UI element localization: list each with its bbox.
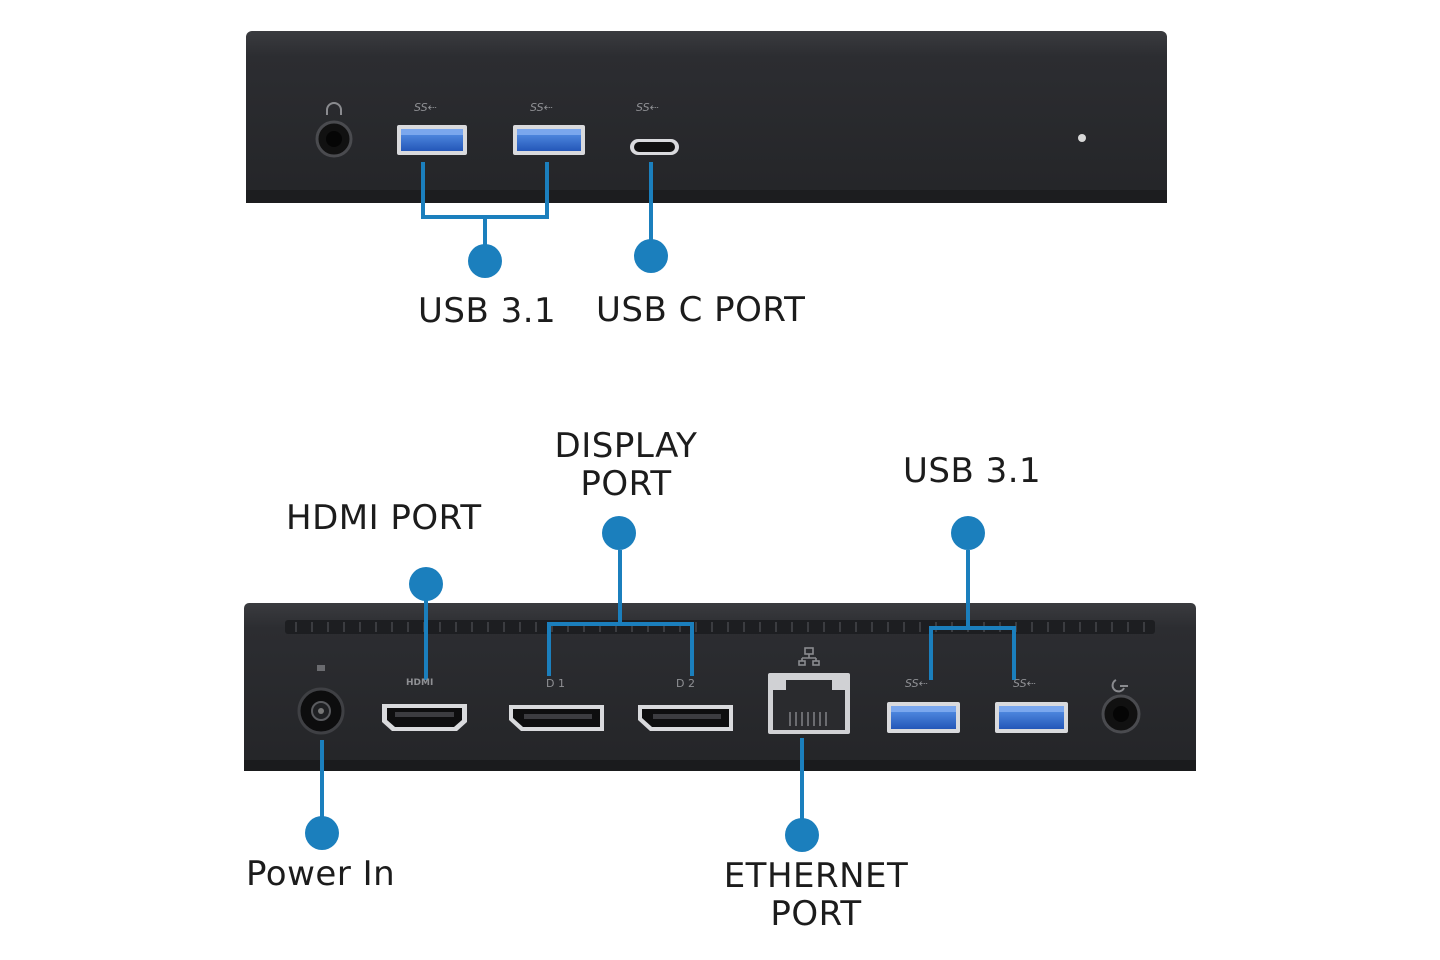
callout-dot-displayport [602, 516, 636, 550]
label-power: Power In [246, 854, 396, 894]
label-front-usb31: USB 3.1 [418, 291, 557, 331]
label-hdmi: HDMI PORT [286, 498, 482, 538]
rear-callout-lines [320, 550, 1016, 820]
label-ethernet-line2: PORT [770, 894, 862, 934]
dp2-glyph: D 2 [676, 677, 695, 690]
hdmi-port [382, 704, 467, 731]
rear-usb1-glyph: SS⇠ [905, 677, 928, 690]
rear-usb-a-port-2 [995, 702, 1068, 733]
callout-dot-front-usbc [634, 239, 668, 273]
label-ethernet-line1: ETHERNET [723, 856, 909, 896]
front-panel-base [246, 190, 1167, 203]
front-callout-lines [421, 162, 653, 245]
front-usbc-glyph: SS⇠ [636, 101, 659, 114]
audio-out-jack-icon [1101, 679, 1141, 734]
network-icon [798, 647, 820, 666]
label-displayport-line2: PORT [580, 464, 672, 504]
ethernet-port [768, 647, 850, 734]
front-usb1-glyph: SS⇠ [414, 101, 437, 114]
callout-dot-power [305, 816, 339, 850]
displayport-1-port [509, 705, 604, 731]
front-usb-a-port-1 [397, 125, 467, 155]
displayport-2-port [638, 705, 733, 731]
headset-jack-icon [315, 102, 353, 158]
callout-dot-rear-usb31 [951, 516, 985, 550]
front-usb-a-port-2 [513, 125, 585, 155]
callout-dot-ethernet [785, 818, 819, 852]
dp1-glyph: D 1 [546, 677, 565, 690]
rear-usb-a-port-1 [887, 702, 960, 733]
label-displayport-line1: DISPLAY [554, 426, 698, 466]
rear-usb2-glyph: SS⇠ [1013, 677, 1036, 690]
callout-dot-hdmi [409, 567, 443, 601]
rear-panel [244, 516, 1196, 852]
status-led-icon [1078, 134, 1086, 142]
front-panel-body [246, 31, 1167, 203]
front-panel [246, 31, 1167, 278]
callout-dot-front-usb31 [468, 244, 502, 278]
label-rear-usb31: USB 3.1 [903, 451, 1042, 491]
front-usb2-glyph: SS⇠ [530, 101, 553, 114]
vent-strip [285, 620, 1155, 634]
front-usb-c-port [630, 139, 679, 155]
hdmi-glyph: HDMI [406, 678, 434, 688]
label-front-usbc: USB C PORT [596, 290, 806, 330]
power-jack-icon [297, 665, 345, 735]
